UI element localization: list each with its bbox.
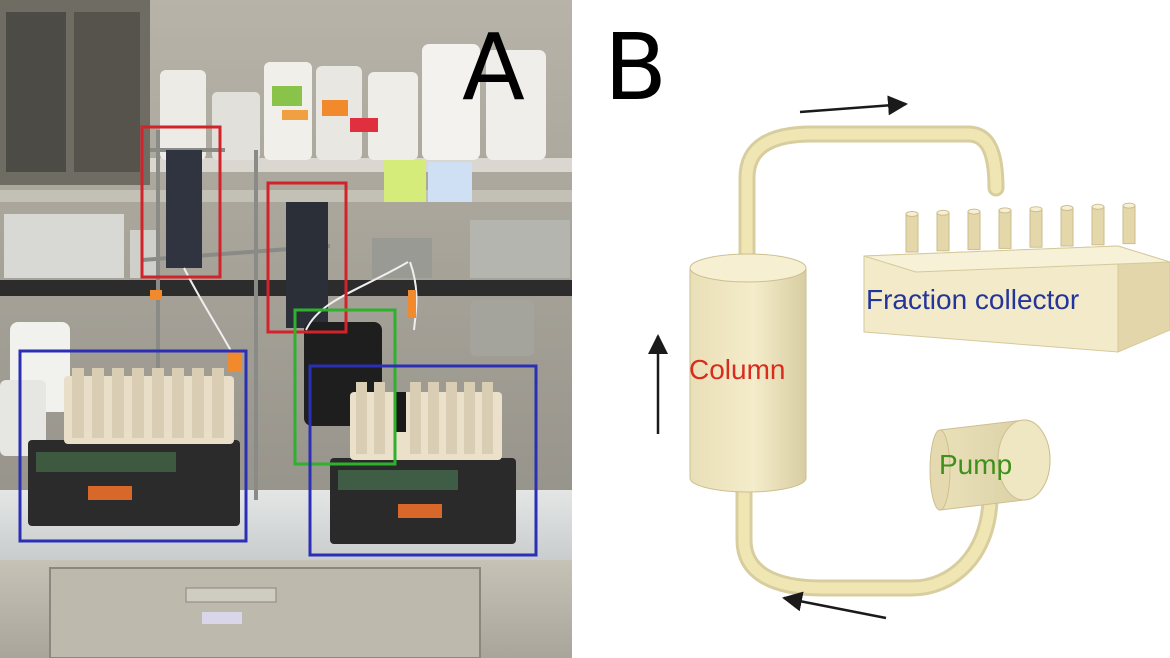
fraction-collector-left	[28, 368, 240, 526]
drawer-label	[202, 612, 242, 624]
panel-label-b: B	[604, 14, 668, 121]
annotation-box-column-1	[140, 125, 222, 279]
fraction-tube	[905, 211, 919, 253]
annotation-box-pump	[293, 308, 397, 466]
lab-photo	[0, 0, 572, 658]
orange-fitting	[150, 290, 162, 300]
tubing	[735, 125, 1005, 597]
fraction-tube	[1091, 203, 1105, 246]
cabinet-drawer	[49, 567, 481, 658]
column-label: Column	[689, 354, 786, 385]
cabinet-glass	[6, 12, 66, 172]
annotation-box-fraction-collector-2	[308, 364, 538, 557]
fraction-tube	[1060, 205, 1074, 247]
orange-fitting	[228, 352, 242, 372]
flow-arrow-top	[799, 95, 908, 116]
chromatography-column	[286, 202, 328, 328]
fraction-collector-label: Fraction collector	[866, 284, 1080, 315]
tubing-column-to-collector	[738, 125, 1005, 271]
pump	[929, 419, 1051, 511]
sticky-note	[428, 162, 472, 202]
upper-shelf	[150, 158, 572, 172]
fraction-tube	[998, 207, 1012, 249]
column	[689, 253, 807, 493]
drawer-handle	[185, 587, 277, 603]
reagent-bottles	[160, 44, 546, 160]
middle-shelf	[0, 190, 572, 202]
fraction-collector-right	[330, 382, 516, 544]
fraction-tube	[1122, 202, 1136, 245]
flow-schematic	[648, 95, 1170, 620]
fraction-tubes	[905, 202, 1136, 253]
bench-bottles	[0, 300, 534, 456]
shelf-equipment	[4, 214, 570, 278]
tubing-column-to-collector-highlight	[741, 128, 1002, 268]
fraction-collector	[863, 202, 1170, 353]
annotation-box-column-2	[266, 181, 348, 334]
panel-label-a: A	[462, 14, 525, 121]
cabinet-glass	[74, 12, 140, 172]
orange-fitting	[408, 290, 416, 318]
flow-arrow-bottom	[782, 591, 887, 620]
pump-label: Pump	[939, 449, 1013, 480]
sticky-note	[384, 160, 426, 202]
fraction-tube	[936, 209, 950, 252]
chromatography-column	[166, 150, 202, 268]
fraction-tube	[1029, 206, 1043, 248]
annotation-box-fraction-collector-1	[18, 349, 248, 543]
tubing-pump-to-column-highlight	[738, 474, 996, 594]
fraction-tube	[967, 208, 981, 251]
